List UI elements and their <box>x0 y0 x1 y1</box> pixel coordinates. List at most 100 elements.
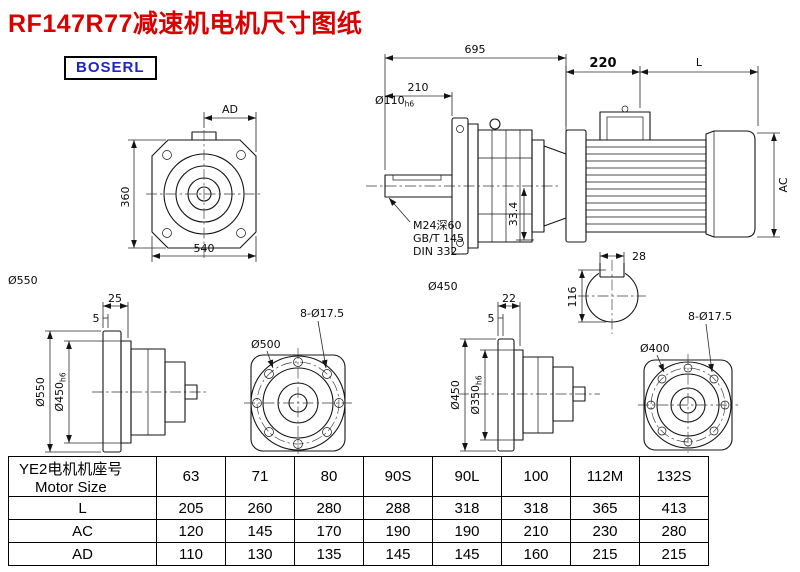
corner-hole <box>162 150 172 160</box>
terminal-box-inner <box>606 116 644 141</box>
flange-plate <box>102 330 122 453</box>
shaft-dia-value: Ø110 <box>375 94 405 107</box>
dim-ac-label: AC <box>777 177 790 192</box>
shaft-dia-label: Ø110h6 <box>375 94 414 109</box>
table-cell: 145 <box>363 542 433 566</box>
size-col-header: 100 <box>501 456 571 497</box>
bolt-hole <box>709 374 719 384</box>
table-cell: 160 <box>501 542 571 566</box>
eye-bolt <box>489 118 501 130</box>
dim-334-label: 33.4 <box>507 202 520 227</box>
dia-bolt-circle-label: Ø500 <box>251 338 281 351</box>
table-cell: 318 <box>432 496 502 520</box>
cable-gland <box>621 105 629 113</box>
boserl-logo: BOSERL <box>64 56 157 80</box>
size-col-header: 112M <box>570 456 640 497</box>
holes-label: 8-Ø17.5 <box>688 310 732 323</box>
dim-28-label: 28 <box>632 250 646 263</box>
dim-220-label: 220 <box>589 56 616 71</box>
size-col-header: 90L <box>432 456 502 497</box>
bolt-circle-leader <box>266 350 274 369</box>
dia-spigot-label: Ø450h6 <box>53 372 68 411</box>
tap-note-line1: M24深60 <box>413 219 462 232</box>
bolt-hole <box>657 374 667 384</box>
corner-hole <box>162 228 172 238</box>
table-cell: 230 <box>570 519 640 543</box>
table-cell: 190 <box>432 519 502 543</box>
dim-5-label: 5 <box>93 312 100 325</box>
header-en: Motor Size <box>35 478 107 496</box>
motor-flange <box>565 129 587 243</box>
tap-note-line2: GB/T 145 <box>413 232 464 245</box>
extension-lines <box>45 302 129 453</box>
housing-ribs <box>478 130 532 242</box>
bolt-hole <box>322 427 332 437</box>
motor-fins <box>586 146 706 225</box>
table-row: AC 120 145 170 190 190 210 230 280 <box>8 519 709 543</box>
shaft-stub <box>184 384 198 400</box>
row-label: AC <box>8 519 157 543</box>
dim-210-label: 210 <box>408 81 429 94</box>
dim-l-label: L <box>696 56 703 69</box>
table-cell: 190 <box>363 519 433 543</box>
table-cell: 210 <box>501 519 571 543</box>
side-flange-dia-label: Ø450 <box>428 280 458 293</box>
bolt-hole <box>322 369 332 379</box>
table-cell: 145 <box>432 542 502 566</box>
centerlines <box>244 348 352 454</box>
table-cell: 110 <box>156 542 226 566</box>
technical-drawing: AD 360 540 Ø550 695 210 <box>8 43 790 454</box>
boserl-logo-text: BOSERL <box>76 59 145 76</box>
table-cell: 215 <box>639 542 709 566</box>
table-row: AD 110 130 135 145 145 160 215 215 <box>8 542 709 566</box>
gearbox-front-view: AD 360 540 Ø550 <box>8 103 262 287</box>
dim-25-label: 25 <box>108 292 122 305</box>
dia-spigot-tolerance: h6 <box>59 372 68 382</box>
table-cell: 215 <box>570 542 640 566</box>
bolt-hole <box>657 426 667 436</box>
flange-a-side-view: 25 5 Ø550 Ø450h6 <box>34 292 206 453</box>
motor-size-table: YE2电机机座号 Motor Size 63 71 80 90S 90L 100… <box>8 456 709 566</box>
dia-spigot-label: Ø350h6 <box>469 375 484 414</box>
holes-label: 8-Ø17.5 <box>300 307 344 320</box>
dia-spigot-tolerance: h6 <box>475 375 484 385</box>
table-cell: 130 <box>225 542 295 566</box>
table-cell: 145 <box>225 519 295 543</box>
flange-b-side-view: 22 5 Ø450 Ø350h6 <box>449 292 600 452</box>
flange-b-front-view: Ø400 8-Ø17.5 <box>638 310 738 453</box>
flange-plate <box>497 338 515 452</box>
centerlines <box>638 354 738 453</box>
table-cell: 288 <box>363 496 433 520</box>
table-cell: 413 <box>639 496 709 520</box>
terminal-box <box>599 111 651 141</box>
size-col-header: 63 <box>156 456 226 497</box>
table-cell: 280 <box>294 496 364 520</box>
flange-hole-top <box>456 125 464 133</box>
fan-cowl <box>705 130 756 238</box>
dim-540-label: 540 <box>194 242 215 255</box>
shaft-dia-tolerance: h6 <box>405 100 415 109</box>
dia-spigot-value: Ø350 <box>469 385 482 415</box>
dia-spigot-value: Ø450 <box>53 382 66 412</box>
table-cell: 135 <box>294 542 364 566</box>
size-col-header: 80 <box>294 456 364 497</box>
flange-a-front-view: Ø500 8-Ø17.5 <box>244 307 352 454</box>
table-header-row: YE2电机机座号 Motor Size 63 71 80 90S 90L 100… <box>8 456 709 497</box>
gearbox-side-view: 695 210 Ø110h6 M24深60 GB/T 145 DIN 332 3… <box>366 43 567 293</box>
section-centerlines <box>578 260 646 334</box>
dim-695-label: 695 <box>465 43 486 56</box>
size-col-header: 90S <box>363 456 433 497</box>
shaft-section-view: 28 116 <box>566 250 646 334</box>
holes-leader <box>705 323 714 373</box>
header-cn: YE2电机机座号 <box>19 460 123 478</box>
table-cell: 120 <box>156 519 226 543</box>
tap-note-line3: DIN 332 <box>413 245 457 258</box>
table-cell: 318 <box>501 496 571 520</box>
table-cell: 365 <box>570 496 640 520</box>
table-cell: 170 <box>294 519 364 543</box>
table-row: L 205 260 280 288 318 318 365 413 <box>8 496 709 520</box>
table-cell: 280 <box>639 519 709 543</box>
row-label: L <box>8 496 157 520</box>
centerlines <box>146 130 262 258</box>
bolt-hole <box>709 426 719 436</box>
